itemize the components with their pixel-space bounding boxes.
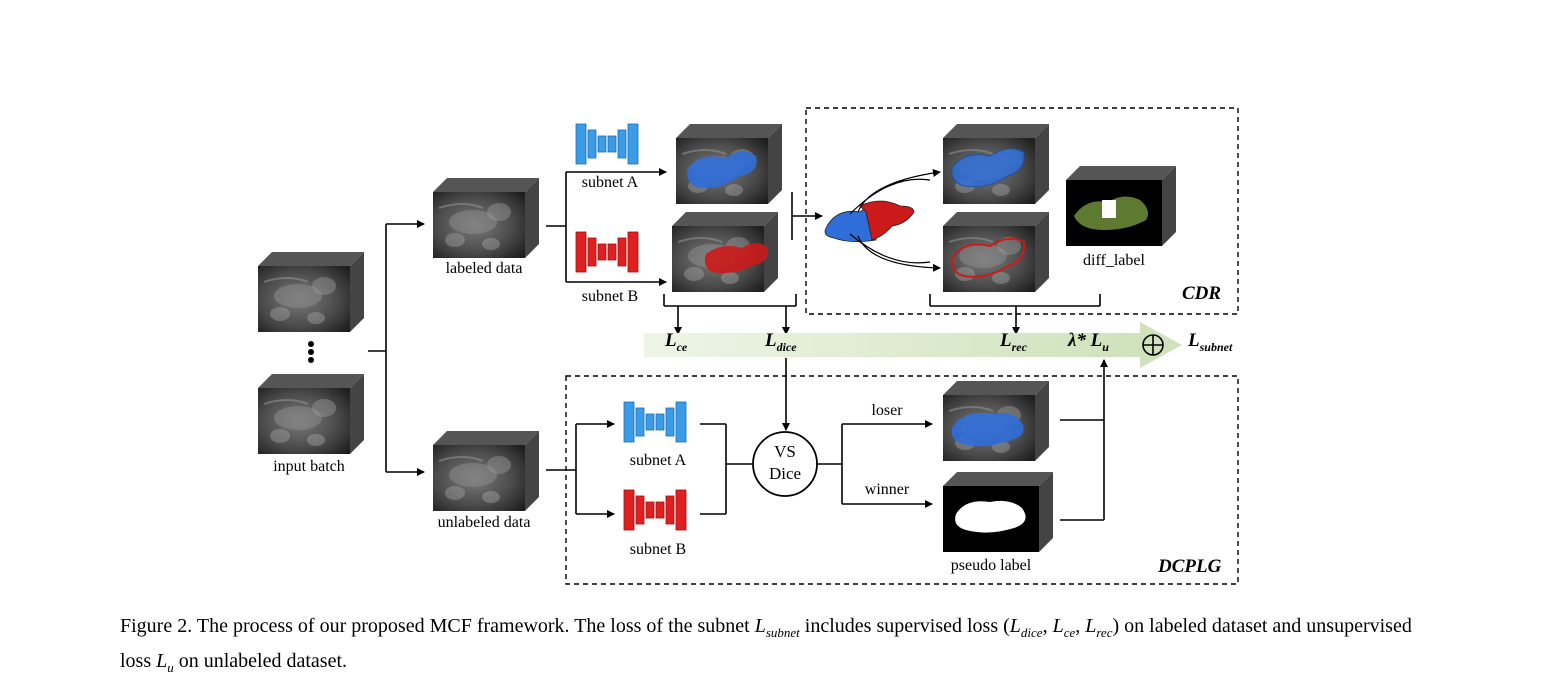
dice-label: Dice [768, 464, 802, 483]
labeled-data-label: labeled data [445, 260, 523, 277]
input-batch-label: input batch [273, 458, 345, 475]
reconstruction-a-volume [942, 123, 1050, 205]
subnet-a-top-icon [575, 123, 639, 165]
cdr-loss-bracket [929, 294, 1101, 335]
to-cdr-arrow [791, 192, 823, 240]
unlabeled-data-volume [432, 430, 540, 512]
labeled-branch-arrows [546, 168, 667, 286]
input-split-arrows [368, 220, 425, 476]
pseudo-label-volume [943, 472, 1053, 552]
subnet-b-top-icon [575, 231, 639, 273]
subnet-b-top-label: subnet B [581, 288, 639, 305]
dcplg-label: DCPLG [1158, 556, 1222, 577]
input-batch-volume-2 [257, 373, 365, 455]
loss-rec: Lrec [1000, 330, 1027, 354]
pseudo-to-loss-arrows [1060, 359, 1108, 521]
diff-label-text: diff_label [1083, 252, 1145, 269]
labeled-data-volume [432, 177, 540, 259]
oplus-symbol [1142, 334, 1164, 356]
input-batch-volume-1 [257, 251, 365, 333]
loser-label: loser [871, 402, 903, 419]
diff-label-volume [1066, 166, 1176, 246]
loser-prediction-volume [942, 380, 1050, 462]
loss-lambda-u: λ* Lu [1068, 330, 1109, 354]
loss-ce: Lce [665, 330, 688, 354]
unlabeled-branch-arrows [546, 420, 615, 518]
merged-organ-shape [824, 200, 915, 242]
subnet-a-bottom-label: subnet A [629, 452, 687, 469]
cdr-curves [849, 169, 941, 272]
loss-subnet: Lsubnet [1188, 330, 1233, 354]
loss-band-arrow [644, 322, 1182, 368]
reconstruction-b-volume [942, 211, 1050, 293]
subnet-b-bottom-label: subnet B [629, 541, 687, 558]
labeled-loss-bracket [663, 294, 797, 335]
vs-label: VS [774, 442, 796, 461]
vs-output-arrows [818, 420, 933, 508]
prediction-b-volume [671, 211, 779, 293]
pseudo-label-text: pseudo label [950, 557, 1032, 574]
prediction-a-volume [675, 123, 783, 205]
figure-caption: Figure 2. The process of our proposed MC… [120, 615, 1412, 675]
loss-dice: Ldice [765, 330, 797, 354]
subnet-a-top-label: subnet A [581, 174, 639, 191]
ellipsis-dots [308, 341, 314, 363]
dcplg-box [565, 375, 1239, 585]
winner-label: winner [864, 481, 910, 498]
subnets-to-vs-lines [700, 423, 752, 515]
cdr-box [805, 107, 1239, 315]
vs-dice-circle [752, 431, 818, 497]
subnet-a-bottom-icon [623, 401, 687, 443]
cdr-label: CDR [1182, 283, 1222, 304]
unlabeled-data-label: unlabeled data [437, 514, 531, 531]
subnet-b-bottom-icon [623, 489, 687, 531]
